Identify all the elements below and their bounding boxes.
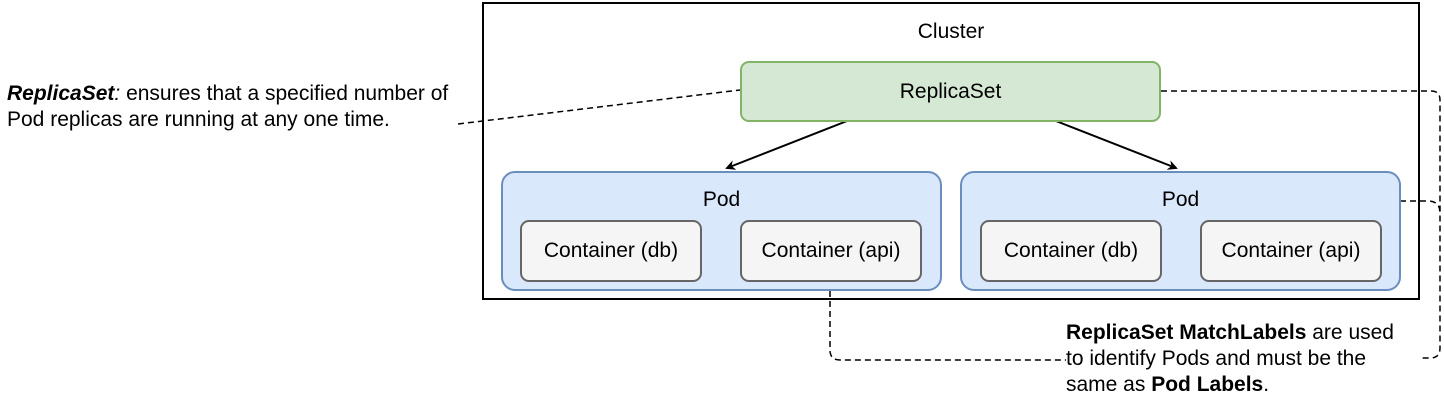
container-connector — [829, 291, 1066, 361]
replicaset-note-colon: : — [114, 82, 121, 105]
replicaset-label: ReplicaSet — [899, 79, 1002, 103]
container-label: Container (db) — [1003, 239, 1139, 262]
container-api-2: Container (api) — [1200, 220, 1382, 282]
pod-label-connector — [1400, 200, 1441, 214]
replicaset-box: ReplicaSet — [740, 61, 1161, 122]
container-db-1: Container (db) — [520, 220, 702, 282]
matchlabels-note-term2: Pod Labels — [1151, 373, 1264, 396]
replicaset-note-term: ReplicaSet — [7, 82, 115, 105]
matchlabels-connector — [1161, 90, 1441, 359]
pod-label-1: Pod — [702, 188, 741, 211]
note-connector-line — [457, 89, 741, 125]
matchlabels-note-term: ReplicaSet MatchLabels — [1066, 321, 1307, 344]
replicaset-note: ReplicaSet: ensures that a specified num… — [7, 81, 457, 133]
pod-label-2: Pod — [1161, 188, 1200, 211]
replicaset-note-text: ensures that a specified number of Pod r… — [7, 82, 449, 131]
cluster-label: Cluster — [917, 20, 985, 43]
arrow-to-pod-2 — [1055, 120, 1178, 170]
matchlabels-note-end: . — [1263, 373, 1270, 396]
container-label: Container (api) — [1221, 239, 1361, 262]
arrow-to-pod-1 — [725, 120, 848, 170]
matchlabels-note: ReplicaSet MatchLabels are used to ident… — [1066, 320, 1396, 398]
container-label: Container (db) — [543, 239, 679, 262]
container-api-1: Container (api) — [740, 220, 922, 282]
container-db-2: Container (db) — [980, 220, 1162, 282]
container-label: Container (api) — [761, 239, 901, 262]
matchlabels-note-text: are used to identify Pods and must be th… — [1066, 321, 1394, 396]
